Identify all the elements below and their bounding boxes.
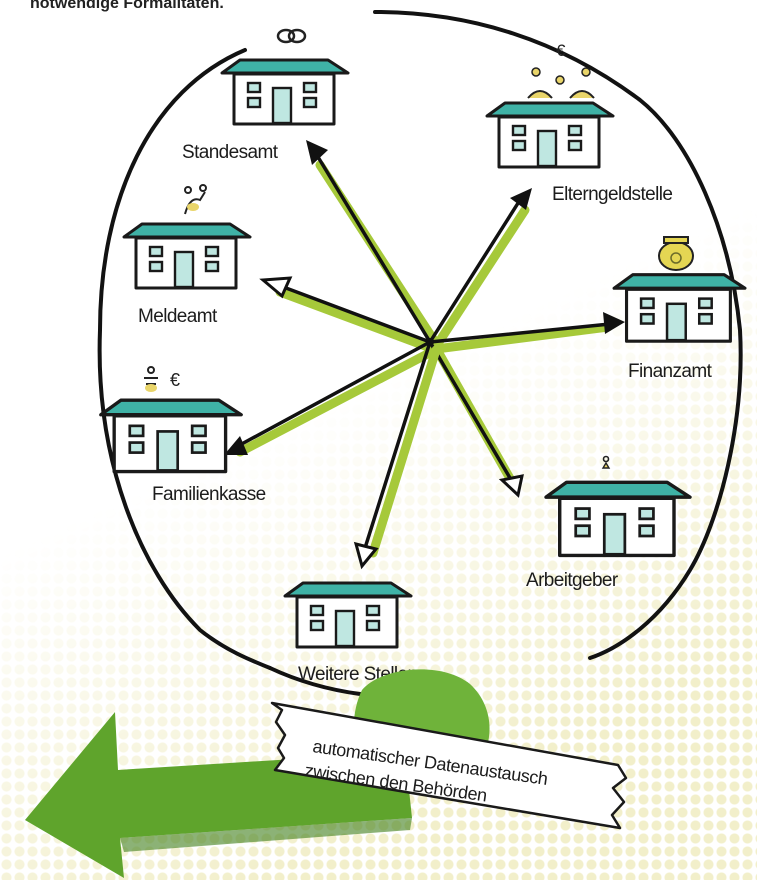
header-text: notwendige Formalitäten. <box>30 0 224 12</box>
office-label: Familienkasse <box>152 484 266 505</box>
arrow-head-arbeitgeber <box>498 474 524 498</box>
center-hub <box>426 338 434 346</box>
office-arbeitgeber: Arbeitgeber <box>526 455 692 591</box>
office-weitere-stellen: Weitere Stellen <box>285 583 418 685</box>
circle-ring <box>268 666 362 696</box>
arrows <box>224 140 625 570</box>
office-label: Elterngeldstelle <box>552 184 672 205</box>
office-label: Finanzamt <box>628 361 713 382</box>
arrow-head-standesamt <box>306 140 328 165</box>
office-meldeamt: Meldeamt <box>122 184 252 327</box>
office-label: Standesamt <box>182 142 279 163</box>
office-standesamt: Standesamt <box>182 28 350 163</box>
arrow-shadow <box>120 818 412 852</box>
arrow-head-meldeamt <box>259 276 293 299</box>
arrow-head-familienkasse <box>224 436 248 455</box>
office-finanzamt: Finanzamt <box>612 236 747 382</box>
office-label: Meldeamt <box>138 306 218 327</box>
circle-ring <box>97 48 272 670</box>
office-label: Arbeitgeber <box>526 570 619 591</box>
euro-coins-icon: € <box>527 41 595 99</box>
wedding-rings-icon <box>276 28 307 44</box>
arrow-head-finanzamt <box>603 312 625 334</box>
family-euro-icon: € <box>144 366 180 392</box>
arrow-head-elterngeldstelle <box>510 188 532 210</box>
office-elterngeldstelle: € Elterngeldstelle <box>485 41 673 205</box>
big-green-arrow <box>25 712 412 878</box>
person-icon <box>601 455 611 469</box>
office-familienkasse: € Familienkasse <box>99 366 266 505</box>
money-jar-icon <box>658 236 694 271</box>
svg-text:€: € <box>170 370 180 390</box>
svg-text:€: € <box>556 41 566 60</box>
family-icon <box>184 184 207 215</box>
arrow-head-weitere <box>353 541 379 570</box>
